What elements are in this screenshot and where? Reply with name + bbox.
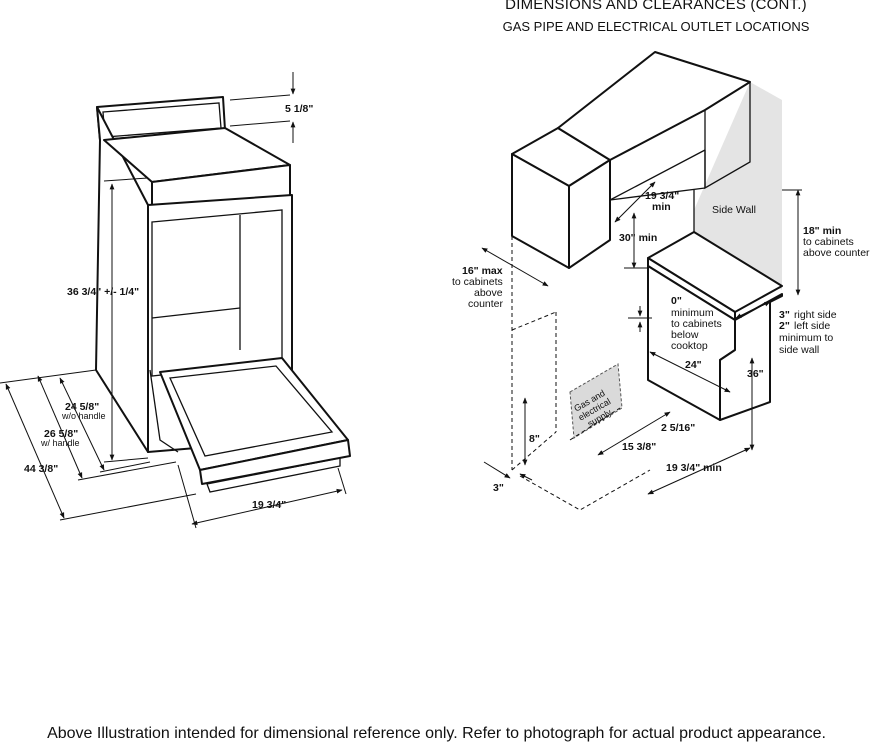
side-clearance-line-2: above counter (803, 247, 870, 259)
depth-no-handle-label: 24 5/8" (65, 401, 99, 413)
side-wall-label: Side Wall (712, 204, 756, 216)
depth-door-open-label: 44 3/8" (24, 463, 58, 475)
zero-line-1: minimum (671, 307, 714, 319)
page-title: DIMENSIONS AND CLEARANCES (CONT.) (505, 0, 807, 13)
zero-line-3: below (671, 329, 699, 341)
footer-disclaimer: Above Illustration intended for dimensio… (47, 725, 826, 742)
counter-height-label: 36" (747, 368, 764, 380)
cabinet-width-label: 19 3/4" (645, 190, 679, 202)
zero-clearance-label: 0" (671, 295, 682, 307)
top-height-label: 5 1/8" (285, 103, 313, 115)
depth-no-handle-note: w/o handle (61, 411, 106, 421)
opening-width-label: 19 3/4" min (666, 462, 722, 474)
left-side-text: left side (794, 320, 830, 332)
cabinet-depth-line-1: to cabinets (452, 276, 503, 288)
cabinet-depth-label: 16" max (462, 265, 503, 277)
upper-cabinet-top (557, 51, 751, 161)
height-label: 36 3/4" +/- 1/4" (67, 286, 139, 298)
clearance-drawing (511, 51, 783, 511)
zero-line-2: to cabinets (671, 318, 722, 330)
side-wall-line-1: minimum to (779, 332, 833, 344)
right-side-value: 3" (779, 309, 790, 321)
range-body-side (95, 106, 149, 453)
side-wall-line-2: side wall (779, 344, 819, 356)
supply-offset-label: 2 5/16" (661, 422, 695, 434)
right-side-text: right side (794, 309, 837, 321)
side-clearance-line-1: to cabinets (803, 236, 854, 248)
floor-offset-label: 3" (493, 482, 504, 494)
range-dimension-lines (0, 72, 347, 529)
supply-width-label: 15 3/8" (622, 441, 656, 453)
page-subtitle: GAS PIPE AND ELECTRICAL OUTLET LOCATIONS (502, 19, 810, 34)
clearance-dimension-lines (481, 181, 802, 495)
gas-supply-area (569, 363, 623, 439)
side-clearance-label: 18" min (803, 225, 841, 237)
counter-depth-label: 24" (685, 359, 702, 371)
side-wall-shade (694, 82, 782, 290)
depth-handle-label: 26 5/8" (44, 428, 78, 440)
cabinet-depth-line-2: above (474, 287, 503, 299)
above-cooktop-label: 30" min (619, 232, 657, 244)
left-side-value: 2" (779, 320, 790, 332)
range-drawing (95, 96, 351, 493)
floor-height-label: 8" (529, 433, 540, 445)
cabinet-depth-line-3: counter (468, 298, 504, 310)
width-label: 19 3/4" (252, 499, 286, 511)
cabinet-width-note: min (652, 201, 671, 213)
zero-line-4: cooktop (671, 340, 708, 352)
depth-handle-note: w/ handle (40, 438, 80, 448)
